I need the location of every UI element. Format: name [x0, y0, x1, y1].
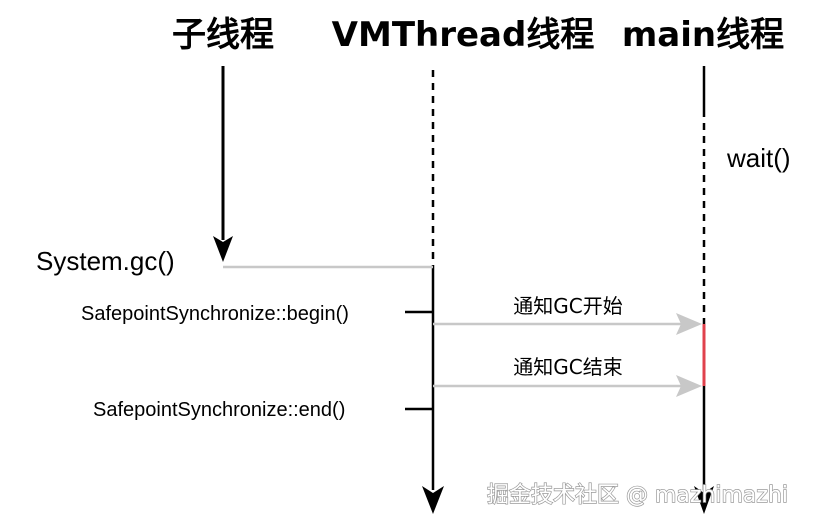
gc-end-arrowhead-icon	[676, 375, 702, 397]
child-arrowhead-icon	[213, 236, 233, 262]
lane-title-main: main线程	[622, 15, 784, 55]
lane-title-vmthread: VMThread线程	[332, 15, 595, 55]
vmthread-lifeline	[422, 70, 444, 514]
message-gc-start	[433, 313, 702, 335]
end-label: SafepointSynchronize::end()	[93, 399, 345, 421]
gc-start-arrowhead-icon	[676, 313, 702, 335]
child-thread-lifeline	[213, 66, 233, 262]
begin-label: SafepointSynchronize::begin()	[81, 303, 349, 325]
wait-label: wait()	[726, 143, 791, 173]
system-gc-label: System.gc()	[36, 246, 175, 276]
gc-end-label: 通知GC结束	[513, 355, 622, 379]
vmthread-arrowhead-icon	[422, 486, 444, 514]
message-gc-end	[433, 375, 702, 397]
main-arrowhead-icon	[694, 486, 714, 514]
gc-start-label: 通知GC开始	[513, 294, 622, 318]
watermark: 掘金技术社区 @ mazhimazhi	[487, 483, 788, 508]
main-thread-lifeline	[694, 66, 714, 514]
lane-title-child: 子线程	[172, 15, 274, 55]
